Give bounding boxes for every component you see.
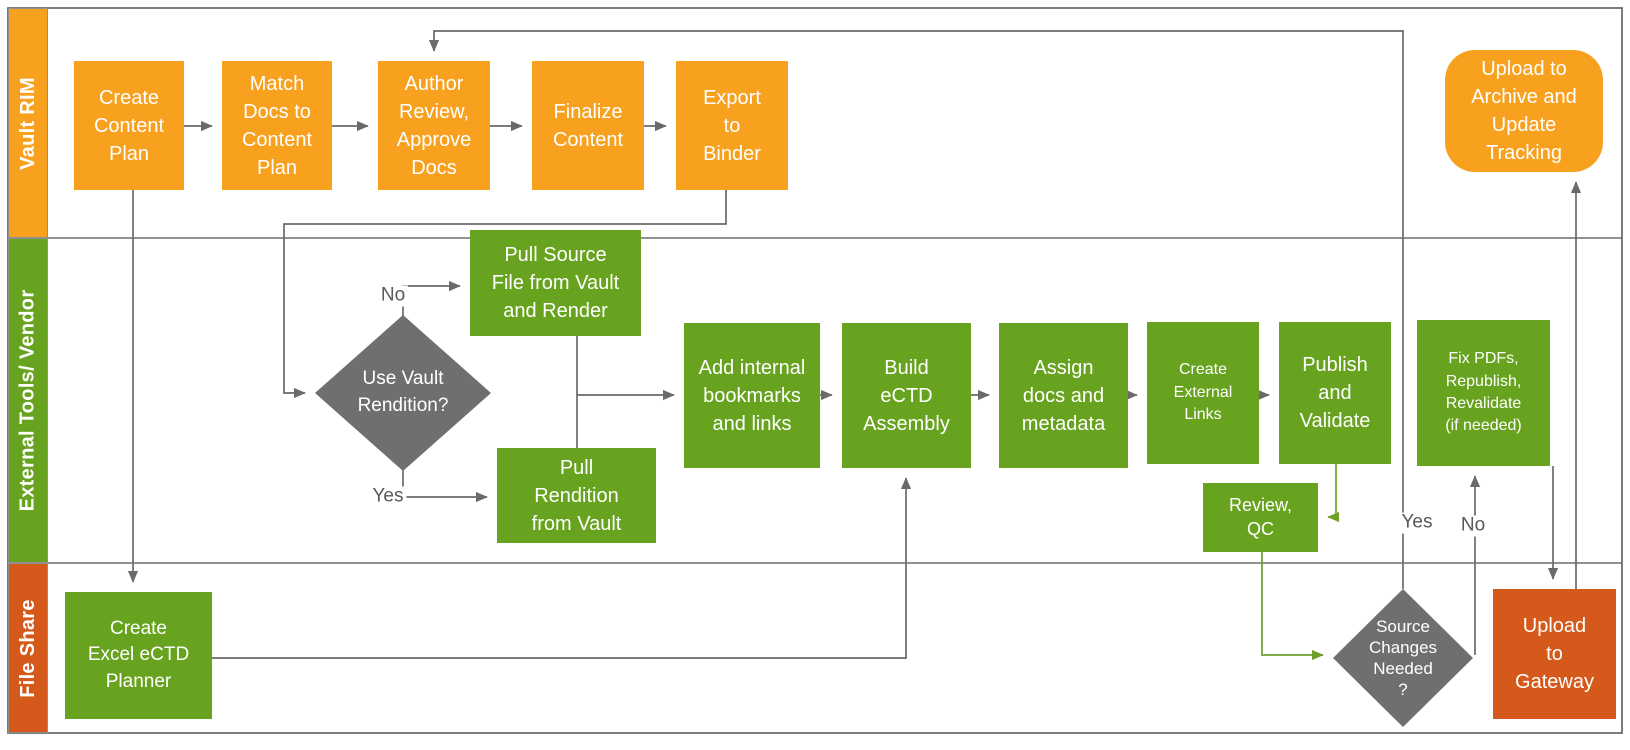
- lane-label-file-share: File Share: [8, 563, 48, 733]
- edge-label-source-changes-yes: Yes: [1398, 512, 1436, 534]
- node-author-review-approve-docs: Author Review, Approve Docs: [378, 61, 490, 190]
- edge-label-source-changes-no: No: [1457, 515, 1489, 537]
- node-add-internal-bookmarks-links: Add internal bookmarks and links: [684, 323, 820, 468]
- node-create-content-plan: Create Content Plan: [74, 61, 184, 190]
- node-upload-to-gateway: Upload to Gateway: [1493, 589, 1616, 719]
- connector-review-qc-to-source-changes: [1261, 552, 1324, 661]
- node-match-docs-to-content-plan: Match Docs to Content Plan: [222, 61, 332, 190]
- lane-label-file-share-text: File Share: [16, 598, 39, 698]
- node-review-qc: Review, QC: [1203, 483, 1318, 552]
- node-create-external-links: Create External Links: [1147, 322, 1259, 464]
- node-assign-docs-and-metadata: Assign docs and metadata: [999, 323, 1128, 468]
- node-pull-rendition-from-vault: Pull Rendition from Vault: [497, 448, 656, 543]
- edge-label-use-vault-rendition-yes: Yes: [369, 486, 407, 508]
- connector-use-vault-rendition-no-to-pull-source: [402, 280, 461, 317]
- edge-label-use-vault-rendition-no: No: [377, 285, 409, 307]
- connector-source-changes-yes-to-author-review: [428, 30, 1404, 589]
- connector-use-vault-rendition-yes-to-pull-rendition: [402, 470, 488, 503]
- connector-publish-to-review-qc: [1327, 464, 1340, 523]
- node-finalize-content: Finalize Content: [532, 61, 644, 190]
- lane-label-vault-rim-text: Vault RIM: [16, 76, 39, 170]
- connector-excel-planner-to-build-ectd: [212, 477, 912, 659]
- node-fix-pdfs-republish-revalidate: Fix PDFs, Republish, Revalidate (if need…: [1417, 320, 1550, 466]
- node-upload-to-archive-and-update-tracking: Upload to Archive and Update Tracking: [1445, 50, 1603, 172]
- node-pull-source-file-from-vault: Pull Source File from Vault and Render: [470, 230, 641, 336]
- node-export-to-binder: Export to Binder: [676, 61, 788, 190]
- lane-label-vault-rim: Vault RIM: [8, 8, 48, 238]
- lane-label-external-tools-vendor: External Tools/ Vendor: [8, 238, 48, 563]
- node-build-ectd-assembly: Build eCTD Assembly: [842, 323, 971, 468]
- node-publish-and-validate: Publish and Validate: [1279, 322, 1391, 464]
- node-create-excel-ectd-planner: Create Excel eCTD Planner: [65, 592, 212, 719]
- connector-export-binder-to-use-vault-rendition: [283, 190, 727, 399]
- lane-label-external-tools-vendor-text: External Tools/ Vendor: [16, 289, 39, 512]
